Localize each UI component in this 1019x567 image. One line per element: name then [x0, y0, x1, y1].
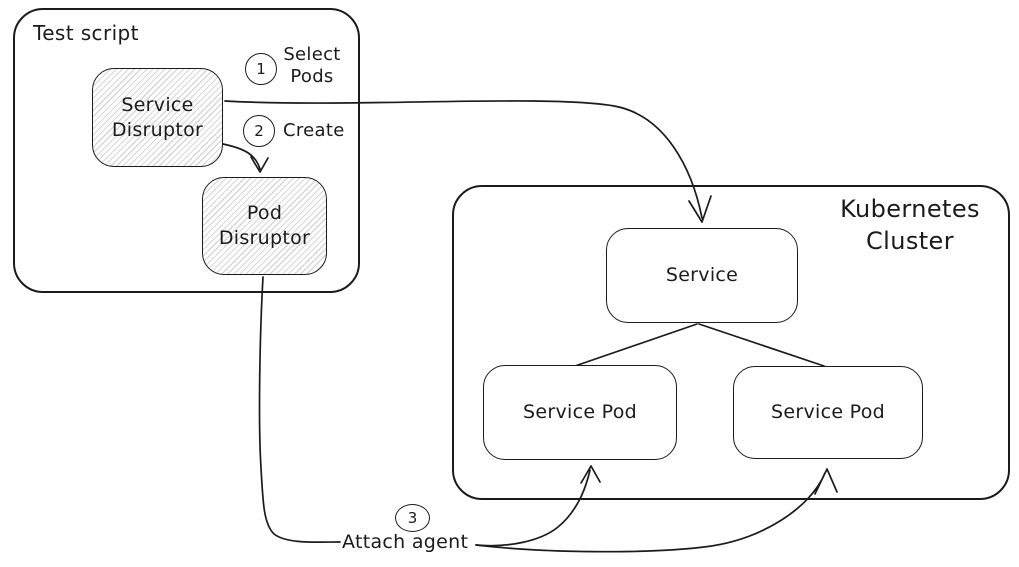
service-node: Service — [606, 228, 798, 323]
kubernetes-cluster-title: Kubernetes Cluster — [810, 193, 1010, 257]
service-disruptor-node: Service Disruptor — [92, 68, 223, 167]
step-3-label: Attach agent — [342, 531, 469, 553]
pod-disruptor-node: Pod Disruptor — [202, 177, 327, 275]
service-disruptor-label-line2: Disruptor — [111, 118, 204, 141]
step-3-circle: 3 — [395, 504, 430, 532]
pod-disruptor-to-attach-line — [258, 276, 341, 543]
kubernetes-cluster-title-line1: Kubernetes — [840, 195, 980, 223]
service-pod-left-label: Service Pod — [522, 401, 638, 423]
step-1-label-line2: Pods — [290, 66, 334, 87]
step-1-label: Select Pods — [272, 44, 352, 88]
step-2-label: Create — [283, 120, 345, 141]
service-pod-left-node: Service Pod — [483, 365, 677, 460]
kubernetes-cluster-title-line2: Cluster — [866, 227, 954, 255]
service-pod-right-node: Service Pod — [733, 366, 923, 459]
pod-disruptor-label-line2: Disruptor — [218, 227, 311, 249]
step-1-circle: 1 — [245, 53, 277, 85]
step-3-number: 3 — [407, 509, 418, 527]
step-2-circle: 2 — [243, 115, 275, 147]
step-2-number: 2 — [254, 122, 264, 140]
step-1-number: 1 — [256, 60, 266, 78]
service-disruptor-label-line1: Service — [121, 93, 194, 116]
pod-disruptor-label-line1: Pod — [246, 202, 283, 224]
step-1-label-line1: Select — [283, 44, 341, 65]
service-label: Service — [665, 264, 739, 286]
service-pod-right-label: Service Pod — [770, 401, 886, 423]
test-script-title: Test script — [33, 21, 139, 45]
